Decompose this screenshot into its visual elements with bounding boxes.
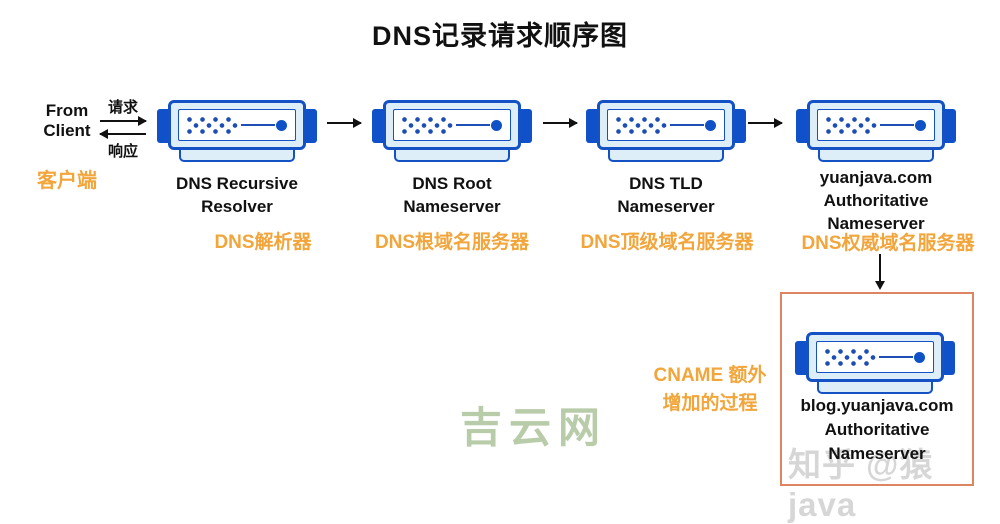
server-led-icon	[914, 351, 925, 363]
diagram-title: DNS记录请求顺序图	[371, 21, 628, 51]
label-recursive-resolver: DNS Recursive Resolver	[147, 172, 327, 218]
client-cn-label: 客户端	[37, 170, 97, 192]
label-tld-nameserver: DNS TLD Nameserver	[576, 172, 756, 218]
server-icon-tld-nameserver	[586, 100, 746, 164]
label-line: Nameserver	[828, 444, 926, 463]
server-icon-root-nameserver	[372, 100, 532, 164]
label-line: Resolver	[201, 197, 273, 216]
client-label: From Client	[36, 101, 98, 141]
server-panel	[178, 109, 296, 141]
arrow-authoritative-to-cname-icon	[875, 254, 885, 290]
server-icon-authoritative-nameserver	[796, 100, 956, 164]
cname-process-box: blog.yuanjava.com Authoritative Nameserv…	[780, 292, 974, 486]
cname-note-line2: 增加的过程	[662, 393, 758, 414]
arrow-root-to-tld-icon	[543, 118, 578, 128]
server-led-icon	[705, 119, 716, 131]
label-line: Authoritative	[824, 420, 930, 439]
label-domain: blog.yuanjava.com	[800, 396, 954, 415]
server-vents-icon	[187, 116, 239, 134]
label-line: Nameserver	[403, 197, 501, 216]
cname-note: CNAME 额外 增加的过程	[628, 362, 792, 418]
server-led-icon	[915, 119, 926, 131]
arrow-tld-to-authoritative-icon	[748, 118, 783, 128]
server-icon-blog-authoritative	[795, 332, 955, 396]
request-arrow-icon	[100, 116, 147, 126]
cn-label-authoritative: DNS权威域名服务器	[801, 233, 975, 254]
client-label-line2: Client	[43, 121, 91, 140]
server-vents-icon	[826, 116, 878, 134]
label-root-nameserver: DNS Root Nameserver	[362, 172, 542, 218]
label-blog-authoritative: blog.yuanjava.com Authoritative Nameserv…	[782, 394, 972, 466]
label-line: DNS TLD	[629, 174, 703, 193]
label-domain: yuanjava.com	[819, 168, 933, 187]
cname-note-line1: CNAME 额外	[653, 365, 767, 386]
server-slot-line	[879, 124, 914, 126]
server-slot-line	[669, 124, 704, 126]
label-line: Authoritative	[823, 191, 929, 210]
label-line: Nameserver	[827, 214, 925, 233]
label-line: DNS Root	[412, 174, 492, 193]
server-slot-line	[240, 124, 275, 126]
request-label: 请求	[107, 99, 138, 116]
server-panel	[393, 109, 511, 141]
server-body	[597, 100, 735, 150]
server-vents-icon	[825, 348, 877, 366]
response-arrow-icon	[99, 129, 146, 139]
server-body	[383, 100, 521, 150]
response-label: 响应	[107, 143, 138, 160]
watermark-center: 吉云网	[460, 404, 608, 451]
server-panel	[607, 109, 725, 141]
server-body	[168, 100, 306, 150]
server-body	[806, 332, 944, 382]
server-panel	[817, 109, 935, 141]
cn-label-tld: DNS顶级域名服务器	[580, 232, 754, 253]
server-vents-icon	[402, 116, 454, 134]
server-led-icon	[276, 119, 287, 131]
server-body	[807, 100, 945, 150]
label-authoritative-nameserver: yuanjava.com Authoritative Nameserver	[786, 166, 966, 235]
server-slot-line	[878, 356, 913, 358]
cn-label-resolver: DNS解析器	[214, 232, 312, 253]
cn-label-root: DNS根域名服务器	[374, 232, 530, 253]
arrow-resolver-to-root-icon	[327, 118, 362, 128]
client-label-line1: From	[45, 101, 89, 120]
server-panel	[816, 341, 934, 373]
label-line: DNS Recursive	[176, 174, 298, 193]
server-vents-icon	[616, 116, 668, 134]
label-line: Nameserver	[617, 197, 715, 216]
server-led-icon	[491, 119, 502, 131]
server-icon-recursive-resolver	[157, 100, 317, 164]
server-slot-line	[455, 124, 490, 126]
